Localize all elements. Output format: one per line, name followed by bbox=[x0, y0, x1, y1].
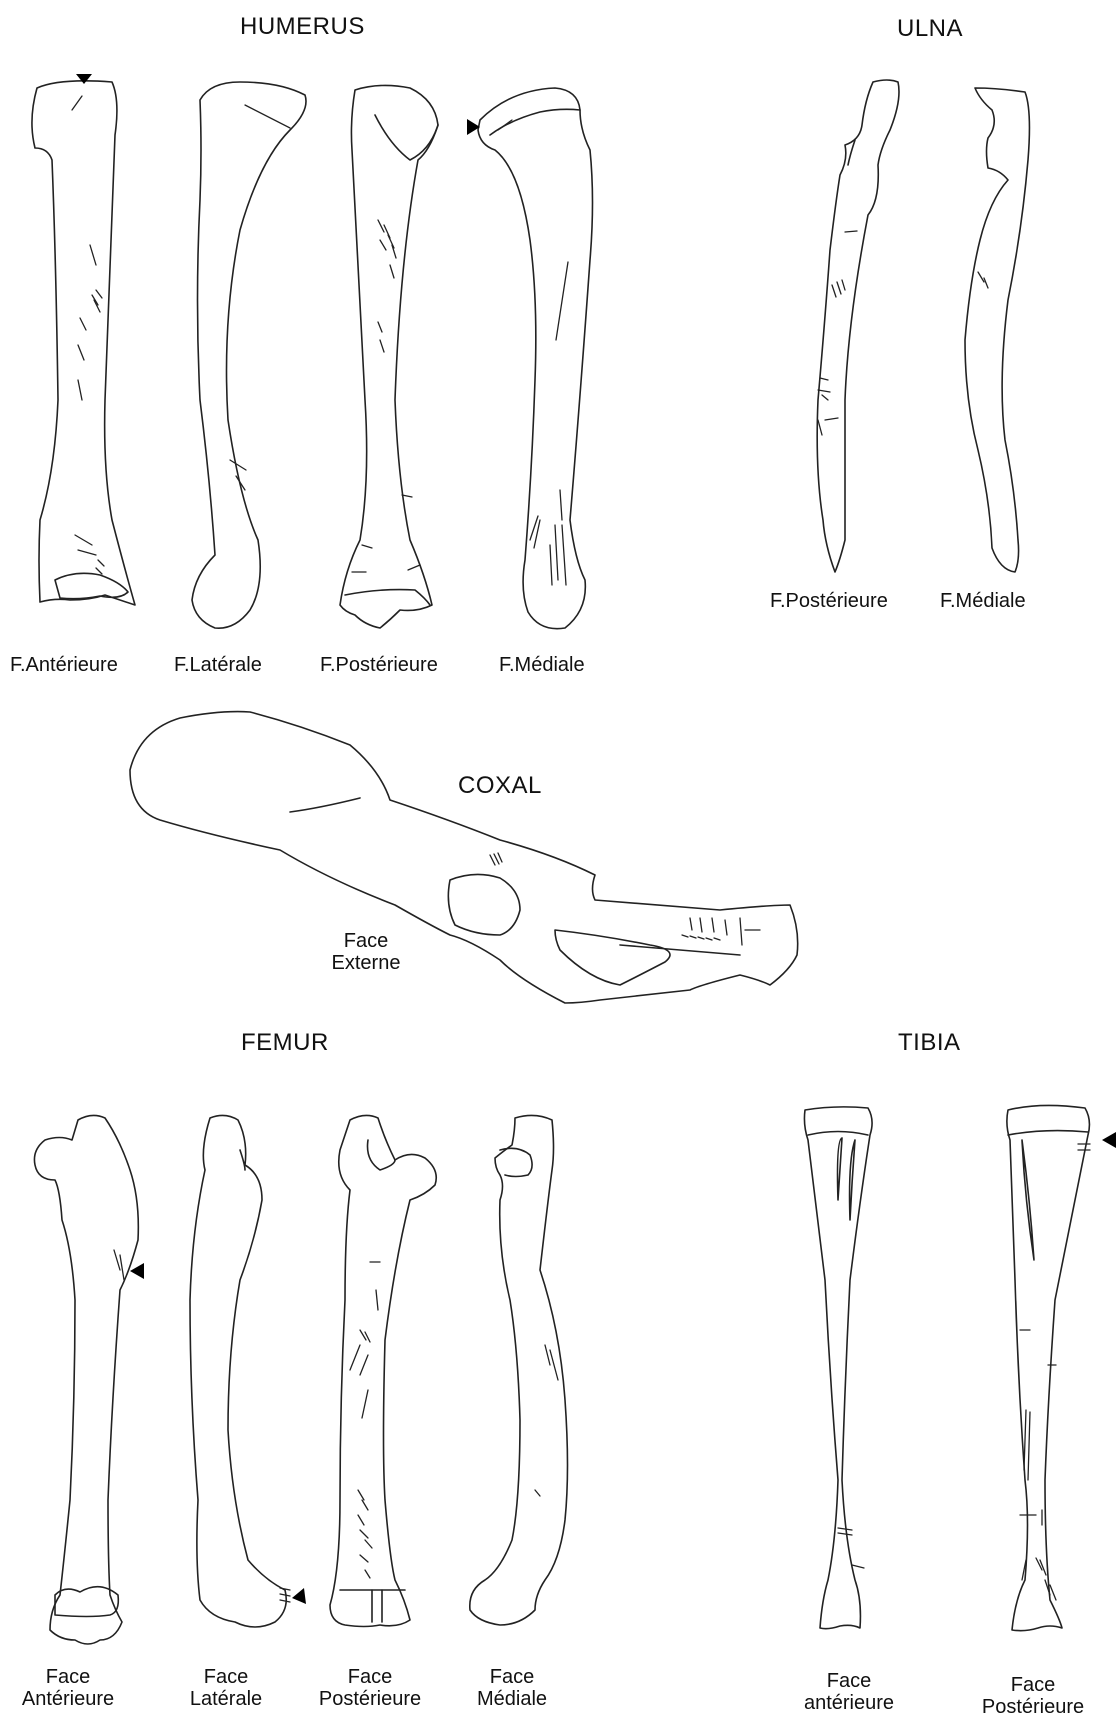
coxal-view-label-line2: Externe bbox=[296, 952, 436, 974]
humerus-posterior-view bbox=[340, 85, 438, 628]
femur-posterior-label-line2: Postérieure bbox=[300, 1688, 440, 1710]
humerus-anterior-label: F.Antérieure bbox=[10, 654, 118, 676]
cutmark-arrow bbox=[76, 74, 92, 84]
ulna-posterior-label: F.Postérieure bbox=[770, 590, 888, 612]
tibia-posterior-label-line1: Face bbox=[963, 1674, 1103, 1696]
femur-anterior-label: Face Antérieure bbox=[0, 1666, 138, 1710]
femur-medial-label: Face Médiale bbox=[442, 1666, 582, 1710]
femur-medial-view bbox=[470, 1115, 568, 1625]
cutmark-arrow bbox=[130, 1263, 144, 1279]
tibia-anterior-view bbox=[804, 1107, 872, 1629]
humerus-posterior-label: F.Postérieure bbox=[320, 654, 438, 676]
coxal-title: COXAL bbox=[458, 775, 542, 797]
femur-lateral-label-line2: Latérale bbox=[156, 1688, 296, 1710]
coxal-view-label-line1: Face bbox=[296, 930, 436, 952]
femur-posterior-label-line1: Face bbox=[300, 1666, 440, 1688]
tibia-title: TIBIA bbox=[898, 1032, 961, 1054]
humerus-anterior-view bbox=[32, 74, 135, 605]
humerus-lateral-label: F.Latérale bbox=[174, 654, 262, 676]
femur-lateral-view bbox=[190, 1115, 306, 1627]
tibia-anterior-label: Face antérieure bbox=[779, 1670, 919, 1714]
tibia-posterior-label-line2: Postérieure bbox=[963, 1696, 1103, 1718]
tibia-posterior-label: Face Postérieure bbox=[963, 1674, 1103, 1718]
tibia-anterior-label-line2: antérieure bbox=[779, 1692, 919, 1714]
humerus-medial-label: F.Médiale bbox=[499, 654, 585, 676]
femur-medial-label-line1: Face bbox=[442, 1666, 582, 1688]
ulna-medial-view bbox=[965, 88, 1029, 572]
humerus-lateral-view bbox=[192, 82, 306, 628]
femur-title: FEMUR bbox=[241, 1032, 329, 1054]
femur-posterior-label: Face Postérieure bbox=[300, 1666, 440, 1710]
femur-anterior-label-line1: Face bbox=[0, 1666, 138, 1688]
coxal-view-label: Face Externe bbox=[296, 930, 436, 974]
femur-lateral-label: Face Latérale bbox=[156, 1666, 296, 1710]
femur-anterior-label-line2: Antérieure bbox=[0, 1688, 138, 1710]
ulna-title: ULNA bbox=[897, 18, 963, 40]
femur-anterior-view bbox=[34, 1115, 144, 1644]
femur-posterior-view bbox=[330, 1115, 436, 1626]
humerus-title: HUMERUS bbox=[240, 16, 365, 38]
cutmark-arrow bbox=[1102, 1132, 1116, 1148]
femur-medial-label-line2: Médiale bbox=[442, 1688, 582, 1710]
ulna-medial-label: F.Médiale bbox=[940, 590, 1026, 612]
ulna-posterior-view bbox=[817, 80, 899, 572]
coxal-external-view bbox=[130, 712, 798, 1003]
femur-lateral-label-line1: Face bbox=[156, 1666, 296, 1688]
tibia-posterior-view bbox=[1007, 1105, 1116, 1630]
cutmark-arrow bbox=[292, 1588, 306, 1604]
tibia-anterior-label-line1: Face bbox=[779, 1670, 919, 1692]
humerus-medial-view bbox=[467, 88, 593, 629]
